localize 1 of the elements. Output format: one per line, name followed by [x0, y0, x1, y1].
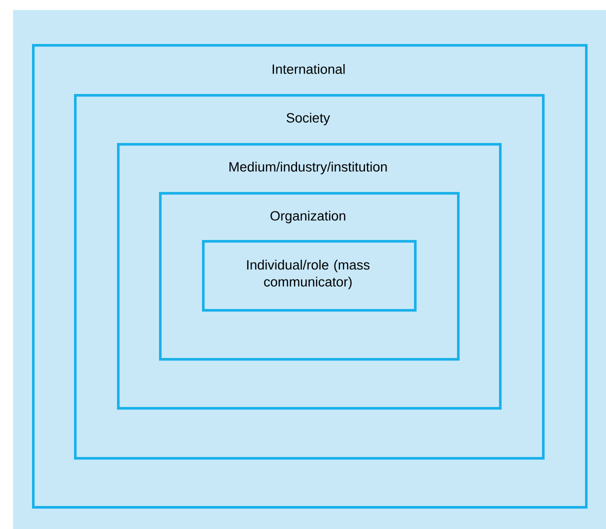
nested-box: Individual/role (mass communicator) — [202, 240, 417, 312]
